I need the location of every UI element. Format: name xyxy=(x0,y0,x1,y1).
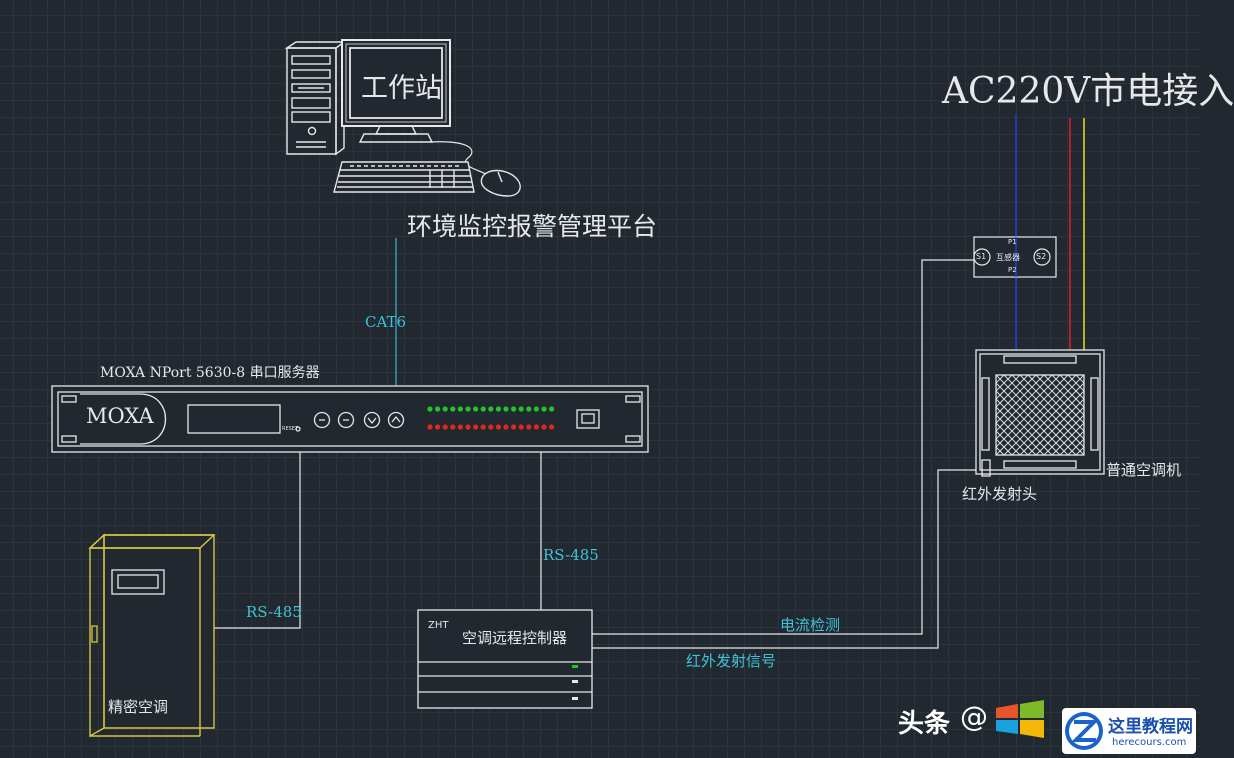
grille-hatch xyxy=(1027,374,1085,432)
grille-hatch xyxy=(1019,374,1085,440)
grille-hatch xyxy=(995,374,1077,456)
current-detect-line xyxy=(592,259,974,635)
grille-hatch xyxy=(995,374,1045,424)
led-green xyxy=(526,406,532,412)
led-red xyxy=(549,424,555,430)
led-red xyxy=(518,424,524,430)
grille-hatch xyxy=(1067,374,1085,392)
grille-hatch xyxy=(1003,374,1085,456)
led-red xyxy=(442,424,448,430)
moxa-status-leds xyxy=(427,406,555,430)
moxa-device xyxy=(51,385,649,453)
grille-hatch xyxy=(995,374,1061,440)
platform-label: 环境监控报警管理平台 xyxy=(407,212,658,241)
led-red xyxy=(495,424,501,430)
led-green xyxy=(488,406,494,412)
led-red xyxy=(488,424,494,430)
watermark-site-en: herecours.com xyxy=(1112,737,1187,748)
ct-name-label: 互感器 xyxy=(996,253,1020,262)
moxa-brand-text: MOXA xyxy=(86,404,154,428)
current-detect-label: 电流检测 xyxy=(780,616,841,634)
led-green xyxy=(518,406,524,412)
rs485-label-mid: RS-485 xyxy=(543,546,599,564)
grille-hatch xyxy=(995,374,1005,384)
led-green xyxy=(450,406,456,412)
windows-logo xyxy=(996,700,1044,738)
ir-signal-label: 红外发射信号 xyxy=(686,652,777,670)
led-green xyxy=(549,406,555,412)
led-red xyxy=(541,424,547,430)
led-red xyxy=(526,424,532,430)
watermark-toutiao: 头条 xyxy=(898,709,951,739)
led-green xyxy=(533,406,540,412)
ct-s2-label: S2 xyxy=(1036,252,1047,261)
ct-s1-label: S1 xyxy=(976,252,987,261)
grille-hatch xyxy=(995,374,1037,416)
led-green xyxy=(473,406,479,412)
moxa-reset-label: RESET xyxy=(282,426,299,432)
site-logo-badge xyxy=(1062,708,1196,754)
grille-hatch xyxy=(995,374,1053,432)
normal-ac-label: 普通空调机 xyxy=(1106,461,1182,479)
led-green xyxy=(427,406,433,412)
ac-power-label: AC220V市电接入 xyxy=(942,71,1234,112)
led-green xyxy=(457,406,463,412)
controller-tag: ZHT xyxy=(428,620,449,631)
grille-hatch xyxy=(1075,374,1085,384)
rs485-label-left: RS-485 xyxy=(246,603,302,621)
ceiling-ac-unit xyxy=(975,349,1105,477)
grille-hatch xyxy=(1051,374,1085,408)
led-red xyxy=(473,424,479,430)
led-green xyxy=(510,406,517,412)
led-red xyxy=(465,424,471,430)
led-red xyxy=(480,424,486,430)
grille-hatch xyxy=(995,374,1013,392)
led-red xyxy=(435,424,441,430)
led-red xyxy=(450,424,456,430)
grille-hatch xyxy=(1059,374,1085,400)
monitor xyxy=(341,39,451,143)
led-green xyxy=(435,406,441,412)
cat6-label: CAT6 xyxy=(365,313,407,331)
diagram-drawing xyxy=(51,39,1196,754)
led-green xyxy=(465,406,471,412)
grille-hatch xyxy=(995,374,1029,408)
grille-hatch xyxy=(1035,374,1085,424)
grille-hatch xyxy=(1043,374,1085,416)
led-green xyxy=(442,406,448,412)
led-red xyxy=(427,424,433,430)
mouse xyxy=(480,169,521,197)
led-green xyxy=(503,406,509,412)
ir-emitter-label: 红外发射头 xyxy=(962,485,1038,503)
controller-label: 空调远程控制器 xyxy=(462,629,568,647)
led-red xyxy=(533,424,540,430)
led-red xyxy=(457,424,463,430)
keyboard xyxy=(333,161,475,193)
ct-p1-label: P1 xyxy=(1008,238,1017,246)
precision-ac-cabinet xyxy=(88,533,216,738)
moxa-model-label: MOXA NPort 5630-8 串口服务器 xyxy=(100,365,320,381)
ir-signal-line xyxy=(592,469,986,649)
watermark-at: @ xyxy=(960,700,988,733)
watermark-site-cn: 这里教程网 xyxy=(1108,717,1193,737)
remote-controller-box xyxy=(417,609,593,709)
rs485-line-precision-ac xyxy=(214,452,301,629)
current-transformer xyxy=(973,236,1057,278)
ct-p2-label: P2 xyxy=(1008,266,1017,274)
pc-tower xyxy=(284,40,347,156)
led-green xyxy=(495,406,501,412)
led-red xyxy=(503,424,509,430)
led-red xyxy=(510,424,517,430)
grille-hatch xyxy=(995,374,1021,400)
workstation-label: 工作站 xyxy=(361,73,442,104)
workstation-computer xyxy=(284,39,521,197)
precision-ac-label: 精密空调 xyxy=(108,698,169,716)
led-green xyxy=(541,406,547,412)
led-green xyxy=(480,406,486,412)
